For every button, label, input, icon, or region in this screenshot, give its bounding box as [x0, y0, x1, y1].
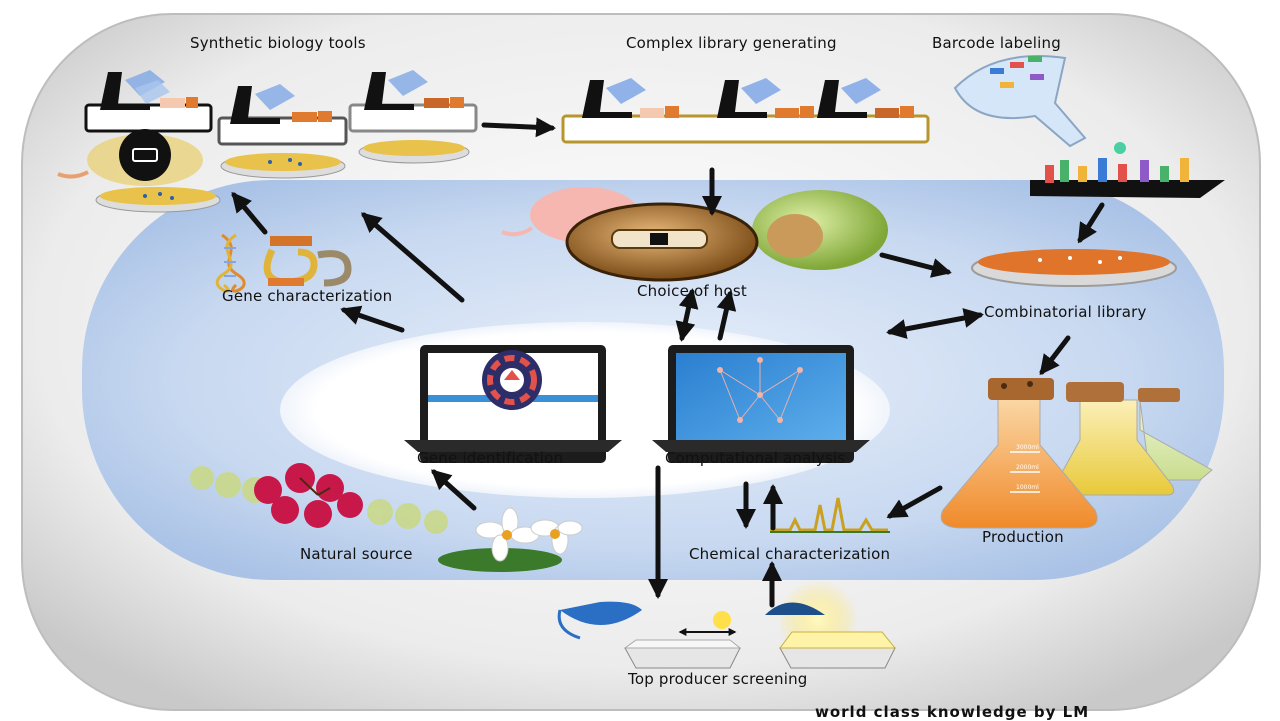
arrow-gene-id-to-gene-char — [340, 305, 405, 333]
arrow-gene-char-to-tools — [231, 191, 268, 235]
complex-library-illustration — [561, 78, 930, 144]
production-flasks: 3000ml 2000ml 1000ml — [940, 378, 1213, 529]
label-production: Production — [982, 528, 1064, 546]
label-gene-identification: Gene identification — [417, 449, 564, 467]
label-synthetic-biology-tools: Synthetic biology tools — [190, 34, 366, 52]
laptop-gene-identification — [404, 345, 622, 463]
arrow-inner-to-tools — [360, 212, 465, 303]
flask-mark-1000: 1000ml — [1016, 484, 1039, 491]
label-chemical-characterization: Chemical characterization — [689, 545, 891, 563]
label-barcode-labeling: Barcode labeling — [932, 34, 1061, 52]
label-computational-analysis: Computational analysis — [665, 449, 846, 467]
label-natural-source: Natural source — [300, 545, 413, 563]
flask-mark-2000: 2000ml — [1016, 464, 1039, 471]
combinatorial-library-dish — [971, 249, 1177, 287]
arrow-tools-to-library — [481, 117, 556, 138]
flow-arrows — [231, 117, 1105, 608]
label-combinatorial-library: Combinatorial library — [984, 303, 1147, 321]
host-cells-illustration — [501, 187, 888, 282]
arrow-natural-to-gene-id — [431, 469, 477, 511]
label-gene-characterization: Gene characterization — [222, 287, 393, 305]
natural-source-illustration — [190, 463, 583, 572]
credit-text: world class knowledge by LM — [815, 703, 1090, 721]
chemical-spectrum — [770, 497, 890, 533]
barcode-labeling-illustration — [953, 55, 1225, 198]
arrow-production-to-chemical — [886, 485, 943, 519]
arrow-host-to-computational-a — [675, 288, 699, 342]
arrow-barcode-to-combinatorial — [1077, 202, 1105, 244]
label-choice-of-host: Choice of host — [637, 282, 747, 300]
label-top-producer-screening: Top producer screening — [628, 670, 808, 688]
laptop-computational-analysis — [652, 345, 870, 463]
arrow-host-to-computational-b — [716, 290, 737, 341]
arrow-host-to-combinatorial — [879, 252, 952, 278]
gene-characterization-illustration — [215, 233, 352, 293]
arrow-combinatorial-to-production — [1039, 335, 1071, 376]
arrow-computational-to-combinatorial — [886, 308, 984, 339]
synthetic-biology-tools-illustration — [57, 70, 478, 213]
flask-mark-3000: 3000ml — [1016, 444, 1039, 451]
label-complex-library-generating: Complex library generating — [626, 34, 837, 52]
screening-illustration — [557, 580, 897, 669]
